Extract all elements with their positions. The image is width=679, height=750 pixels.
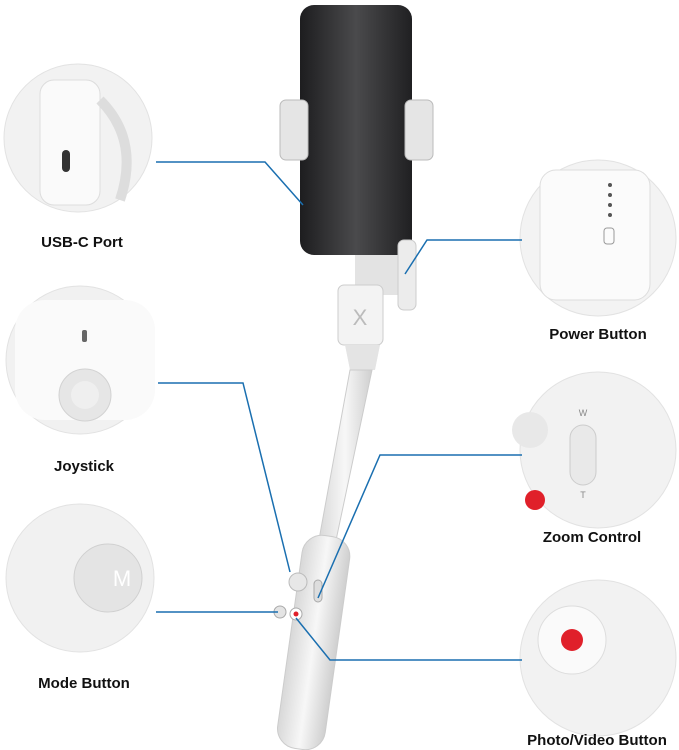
power-button-label: Power Button (549, 326, 647, 343)
zoom-detail-circle (512, 371, 677, 529)
mode-button-label: Mode Button (38, 675, 130, 692)
power-leader-line (404, 239, 522, 275)
zoom-leader-line (317, 454, 522, 599)
usb-c-port-label: USB-C Port (41, 234, 123, 251)
zoom-wide-label: W (578, 408, 588, 418)
photo-video-button-label: Photo/Video Button (527, 732, 667, 749)
zoom-control-label: Zoom Control (542, 529, 642, 546)
usb-c-detail-circle (3, 63, 153, 213)
usb-c-leader-line (156, 161, 304, 206)
power-detail-circle (519, 159, 677, 317)
svg-text:X: X (353, 305, 368, 330)
photo-leader-line (295, 617, 522, 661)
mode-letter: M (112, 566, 132, 591)
joystick-leader-line (158, 382, 291, 573)
mode-detail-circle (5, 503, 155, 653)
gimbal-product: X (273, 5, 434, 750)
joystick-detail-circle (5, 285, 155, 435)
joystick-label: Joystick (53, 458, 115, 475)
photo-detail-circle (519, 579, 677, 737)
zoom-tele-label: T (580, 490, 586, 500)
